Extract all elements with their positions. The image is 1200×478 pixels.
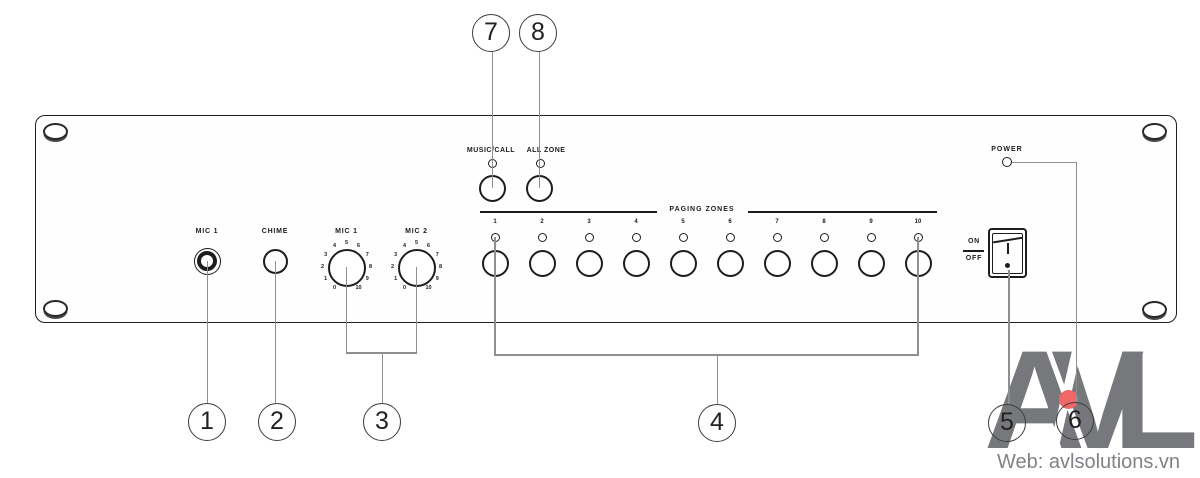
mic1-scale-7: 7 bbox=[365, 252, 369, 258]
zone-6-button[interactable] bbox=[716, 250, 744, 277]
zone-number-7: 7 bbox=[775, 219, 779, 225]
callout-stem-3 bbox=[381, 353, 383, 403]
paging-zones-rule-left bbox=[480, 210, 657, 213]
on-label: ON bbox=[967, 238, 981, 245]
zone-number-2: 2 bbox=[540, 219, 544, 225]
callout-line-3-left bbox=[345, 267, 348, 353]
all-zone-label: ALL ZONE bbox=[526, 147, 566, 154]
zone-3-button[interactable] bbox=[575, 250, 603, 277]
mic1-scale-6: 6 bbox=[356, 243, 361, 250]
mounting-hole-bottom-left bbox=[42, 299, 68, 317]
zone-number-1: 1 bbox=[493, 219, 497, 225]
power-switch-rocker[interactable] bbox=[992, 232, 1023, 274]
power-switch-off-mark bbox=[1005, 263, 1010, 268]
mic1-scale-1: 1 bbox=[324, 276, 328, 282]
mic1-scale-8: 8 bbox=[368, 264, 373, 270]
callout-line-8 bbox=[538, 51, 540, 188]
callout-line-5 bbox=[1008, 270, 1010, 404]
zone-5-button[interactable] bbox=[669, 250, 697, 277]
callout-stem-4 bbox=[716, 355, 718, 404]
mounting-hole-top-left bbox=[42, 122, 68, 140]
callout-8: 8 bbox=[519, 14, 557, 52]
zone-5-led bbox=[678, 232, 688, 242]
mounting-hole-top-right bbox=[1141, 122, 1167, 140]
zone-8-led bbox=[819, 232, 829, 242]
callout-line-4-right bbox=[917, 237, 919, 355]
mic2-scale-8: 8 bbox=[438, 264, 443, 270]
zone-number-10: 10 bbox=[914, 219, 922, 225]
mic2-scale-7: 7 bbox=[435, 252, 439, 258]
callout-4: 4 bbox=[698, 404, 736, 442]
zone-8-button[interactable] bbox=[810, 250, 838, 277]
mic2-scale-9: 9 bbox=[435, 276, 439, 282]
mic1-knob-label: MIC 1 bbox=[335, 228, 358, 235]
callout-line-6-horizontal bbox=[1012, 161, 1077, 163]
callout-line-1 bbox=[206, 261, 208, 403]
callout-line-3-right bbox=[415, 267, 418, 353]
mic1-scale-0: 0 bbox=[332, 284, 337, 291]
paging-zones-rule-right bbox=[748, 210, 937, 213]
zone-number-9: 9 bbox=[869, 219, 873, 225]
zone-number-5: 5 bbox=[681, 219, 685, 225]
zone-7-button[interactable] bbox=[763, 250, 791, 277]
paging-zones-label: PAGING ZONES bbox=[669, 206, 735, 213]
mic1-scale-5: 5 bbox=[344, 240, 349, 246]
callout-3: 3 bbox=[363, 403, 401, 441]
mic1-scale-3: 3 bbox=[324, 252, 328, 258]
zone-9-led bbox=[866, 232, 876, 242]
zone-4-button[interactable] bbox=[622, 250, 650, 277]
callout-1: 1 bbox=[188, 403, 226, 441]
mounting-hole-bottom-right bbox=[1141, 300, 1167, 318]
power-switch-on-mark bbox=[1006, 243, 1009, 254]
callout-line-7 bbox=[491, 51, 493, 188]
music-call-label: MUSIC/CALL bbox=[451, 147, 531, 154]
mic2-scale-3: 3 bbox=[394, 252, 398, 258]
mic2-scale-0: 0 bbox=[402, 284, 407, 291]
callout-2: 2 bbox=[258, 403, 296, 441]
zone-7-led bbox=[772, 232, 782, 242]
callout-line-2 bbox=[274, 261, 276, 403]
callout-line-4-left bbox=[494, 237, 496, 355]
mic2-knob-label: MIC 2 bbox=[405, 228, 428, 235]
avl-logo-letter-l: L bbox=[1113, 321, 1199, 478]
zone-number-8: 8 bbox=[822, 219, 826, 225]
callout-bracket-4 bbox=[494, 354, 919, 356]
callout-line-6-vertical bbox=[1075, 162, 1077, 402]
mic1-scale-9: 9 bbox=[365, 276, 369, 282]
power-switch[interactable] bbox=[988, 228, 1027, 278]
on-off-divider bbox=[963, 250, 984, 252]
zone-4-led bbox=[631, 232, 641, 242]
mic2-scale-4: 4 bbox=[402, 243, 407, 250]
all-zone-led bbox=[536, 158, 545, 168]
zone-number-3: 3 bbox=[587, 219, 591, 225]
mic1-scale-2: 2 bbox=[320, 264, 325, 270]
zone-2-button[interactable] bbox=[528, 250, 556, 277]
power-label: POWER bbox=[991, 146, 1023, 153]
mic2-scale-5: 5 bbox=[414, 240, 419, 246]
mic2-scale-2: 2 bbox=[390, 264, 395, 270]
callout-5: 5 bbox=[988, 404, 1026, 442]
mic1-scale-10: 10 bbox=[355, 284, 362, 291]
mic1-scale-4: 4 bbox=[332, 243, 337, 250]
callout-bracket-3 bbox=[345, 352, 418, 354]
zone-2-led bbox=[537, 232, 547, 242]
mic1-jack-label: MIC 1 bbox=[195, 228, 219, 235]
zone-number-6: 6 bbox=[728, 219, 732, 225]
mic2-scale-1: 1 bbox=[394, 276, 398, 282]
website-text: Web: avlsolutions.vn bbox=[997, 451, 1181, 473]
callout-6: 6 bbox=[1056, 402, 1094, 440]
amplifier-front-panel bbox=[35, 115, 1177, 323]
off-label: OFF bbox=[965, 255, 983, 262]
zone-6-led bbox=[725, 232, 735, 242]
mic2-scale-10: 10 bbox=[425, 284, 432, 291]
mic2-scale-6: 6 bbox=[426, 243, 431, 250]
zone-number-4: 4 bbox=[634, 219, 638, 225]
power-led bbox=[1002, 157, 1012, 167]
zone-9-button[interactable] bbox=[857, 250, 885, 277]
callout-7: 7 bbox=[472, 14, 510, 52]
zone-3-led bbox=[584, 232, 594, 242]
chime-label: CHIME bbox=[261, 228, 289, 235]
